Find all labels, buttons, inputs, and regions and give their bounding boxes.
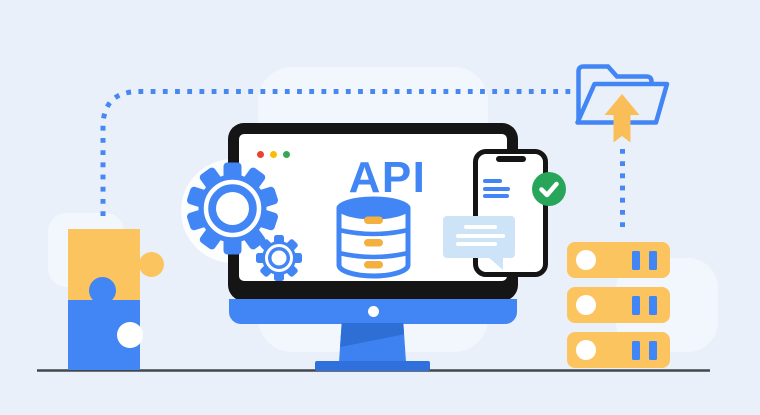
monitor-stand (339, 323, 406, 362)
folder-back-icon (576, 64, 654, 124)
speech-bubble-icon (443, 216, 515, 270)
phone-text-line (483, 194, 509, 198)
bubble-text-line (464, 225, 497, 229)
server-slot (632, 295, 640, 315)
server-slot (632, 340, 640, 360)
check-badge-icon (532, 172, 566, 206)
server-led (576, 340, 596, 360)
monitor-stand-shade (339, 323, 406, 348)
server-rack-unit (567, 287, 670, 323)
server-led (576, 295, 596, 315)
api-label: API (348, 153, 427, 202)
browser-traffic-dots (257, 151, 290, 158)
monitor-stand-base (315, 361, 430, 371)
phone-notch (495, 156, 526, 162)
camera-dot (368, 306, 379, 317)
bubble-text-line (456, 242, 497, 246)
traffic-dot-yellow (270, 151, 277, 158)
monitor-chin (229, 299, 517, 324)
server-slot (649, 295, 657, 315)
server-led (576, 250, 596, 270)
traffic-dot-red (257, 151, 264, 158)
puzzle-notch-white (117, 322, 143, 348)
puzzle-knob-blue (89, 277, 116, 304)
server-slot (649, 340, 657, 360)
server-rack-unit (567, 242, 670, 278)
server-slot (632, 250, 640, 270)
phone-text-line (483, 187, 510, 191)
gear-icon (187, 162, 278, 255)
database-icon (336, 196, 411, 279)
small-gear-icon (256, 235, 302, 281)
server-rack-unit (567, 332, 670, 368)
upload-arrow-icon (604, 94, 640, 143)
traffic-dot-green (283, 151, 290, 158)
server-slot (649, 250, 657, 270)
phone-text-line (483, 179, 502, 183)
puzzle-knob-yellow (139, 252, 164, 277)
bubble-text-line (456, 234, 505, 238)
